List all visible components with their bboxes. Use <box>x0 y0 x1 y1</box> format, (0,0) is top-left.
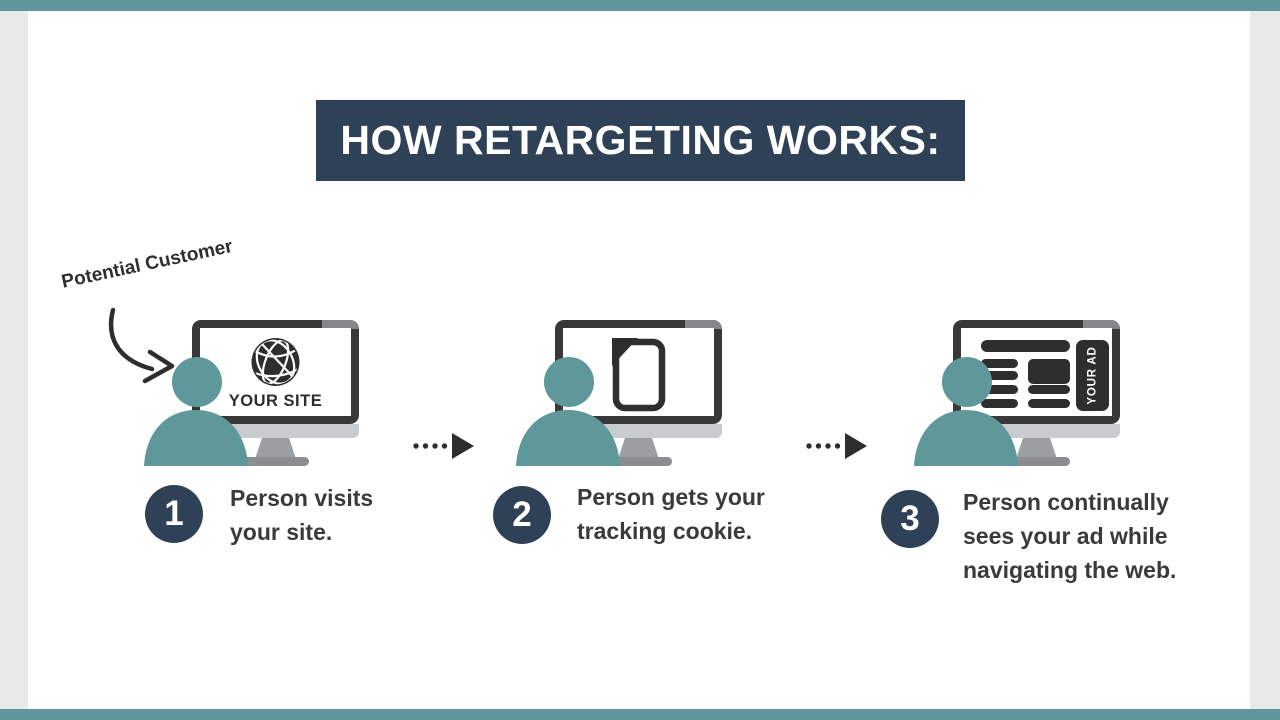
step2-illustration <box>516 320 722 466</box>
step-description-line: your site. <box>230 519 333 545</box>
frame-top-bar <box>0 0 1280 11</box>
your-ad-label: YOUR AD <box>1087 346 1099 404</box>
person-icon <box>144 357 248 466</box>
frame-bottom-bar <box>0 709 1280 720</box>
your-site-label: YOUR SITE <box>229 392 322 410</box>
step-number-badge-2: 2 <box>493 486 551 544</box>
step3-illustration: YOUR AD <box>914 320 1120 466</box>
step-description-2: Person gets your tracking cookie. <box>577 480 765 548</box>
step-description-line: Person visits <box>230 485 374 511</box>
globe-icon <box>251 338 300 386</box>
step-description-line: tracking cookie. <box>577 518 753 544</box>
curved-arrow-icon <box>108 307 175 384</box>
step-description-line: sees your ad while <box>963 523 1168 549</box>
step-description-line: navigating the web. <box>963 557 1177 583</box>
step1-illustration: YOUR SITE <box>144 320 359 466</box>
step-number: 3 <box>900 499 920 538</box>
step-number-badge-3: 3 <box>881 490 939 548</box>
page-title: HOW RETARGETING WORKS: <box>340 117 941 163</box>
step-description-1: Person visits your site. <box>230 481 373 549</box>
webpage-layout-icon <box>981 340 1070 408</box>
step-number: 1 <box>164 494 184 533</box>
step-description-3: Person continually sees your ad while na… <box>963 485 1176 587</box>
your-ad-banner: YOUR AD <box>1076 340 1109 411</box>
frame-left-strip <box>0 11 28 709</box>
dotted-arrow-icon <box>806 433 867 459</box>
person-icon <box>516 357 620 466</box>
step-description-line: Person gets your <box>577 484 765 510</box>
step-number: 2 <box>512 495 532 534</box>
dotted-arrow-icon <box>413 433 474 459</box>
document-icon <box>612 338 666 412</box>
step-description-line: Person continually <box>963 489 1169 515</box>
potential-customer-label: Potential Customer <box>59 236 235 293</box>
frame-right-strip <box>1250 11 1280 709</box>
person-icon <box>914 357 1018 466</box>
title-banner: HOW RETARGETING WORKS: <box>316 100 965 181</box>
step-number-badge-1: 1 <box>145 485 203 543</box>
